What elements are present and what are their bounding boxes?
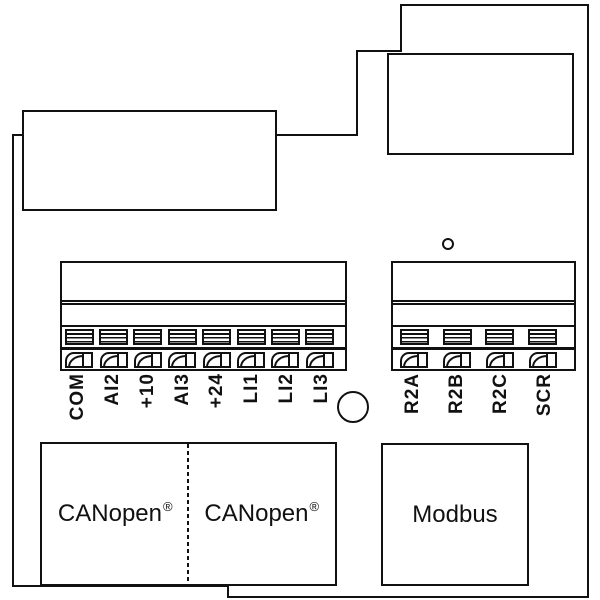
terminal-label: R2B — [446, 373, 468, 415]
terminal-labels-right: R2A R2B R2C SCR — [391, 373, 576, 439]
terminal-block-left-screws — [62, 327, 345, 349]
wire-clamp — [400, 351, 429, 368]
screw-terminal — [399, 329, 429, 345]
terminal-block-right-cover — [393, 263, 574, 305]
modbus-label: Modbus — [412, 500, 498, 528]
terminal-label: COM — [66, 373, 88, 421]
wire-clamp — [443, 351, 472, 368]
canopen-left-label: CANopen® — [57, 498, 173, 528]
screw-terminal — [305, 329, 335, 345]
terminal-label: R2A — [402, 373, 424, 415]
terminal-block-right-body — [393, 305, 574, 327]
wire-clamp — [271, 351, 300, 368]
terminal-block-left-cover — [62, 263, 345, 305]
top-right-module — [387, 53, 574, 155]
terminal-label: SCR — [533, 373, 555, 417]
canopen-right-label: CANopen® — [204, 498, 320, 528]
terminal-block-right-clamps — [393, 349, 574, 369]
screw-terminal — [64, 329, 94, 345]
registered-mark-icon: ® — [309, 498, 320, 514]
terminal-label: R2C — [489, 373, 511, 415]
screw-terminal — [485, 329, 515, 345]
terminal-block-right — [391, 261, 576, 371]
wire-clamp — [202, 351, 231, 368]
screw-terminal — [202, 329, 232, 345]
terminal-block-left-body — [62, 305, 345, 327]
wire-clamp — [485, 351, 514, 368]
terminal-block-left — [60, 261, 347, 371]
terminal-label: AI2 — [101, 373, 123, 406]
canopen-left-cell: CANopen® — [42, 444, 189, 584]
wire-clamp — [305, 351, 334, 368]
screw-terminal — [236, 329, 266, 345]
wire-clamp — [65, 351, 94, 368]
top-left-module — [22, 110, 277, 211]
screw-terminal — [167, 329, 197, 345]
screw-terminal — [133, 329, 163, 345]
terminal-label: LI2 — [276, 373, 298, 404]
screw-terminal — [528, 329, 558, 345]
mounting-hole-large — [337, 391, 369, 423]
canopen-right-cell: CANopen® — [189, 444, 336, 584]
wire-clamp — [528, 351, 557, 368]
terminal-label: +24 — [206, 373, 228, 409]
wire-clamp — [237, 351, 266, 368]
screw-terminal — [99, 329, 129, 345]
terminal-label: LI1 — [241, 373, 263, 404]
screw-terminal — [270, 329, 300, 345]
screw-terminal — [442, 329, 472, 345]
registered-mark-icon: ® — [162, 498, 173, 514]
terminal-labels-left: COM AI2 +10 AI3 +24 LI1 LI2 LI3 — [60, 373, 347, 439]
terminal-label: LI3 — [311, 373, 333, 404]
mounting-hole-small — [442, 238, 454, 250]
wire-clamp — [168, 351, 197, 368]
terminal-block-right-screws — [393, 327, 574, 349]
wire-clamp — [99, 351, 128, 368]
terminal-block-left-clamps — [62, 349, 345, 369]
canopen-divider-dashed-line — [187, 444, 189, 584]
modbus-connector-box: Modbus — [381, 443, 529, 586]
wire-clamp — [133, 351, 162, 368]
terminal-label: +10 — [136, 373, 158, 409]
terminal-label: AI3 — [171, 373, 193, 406]
